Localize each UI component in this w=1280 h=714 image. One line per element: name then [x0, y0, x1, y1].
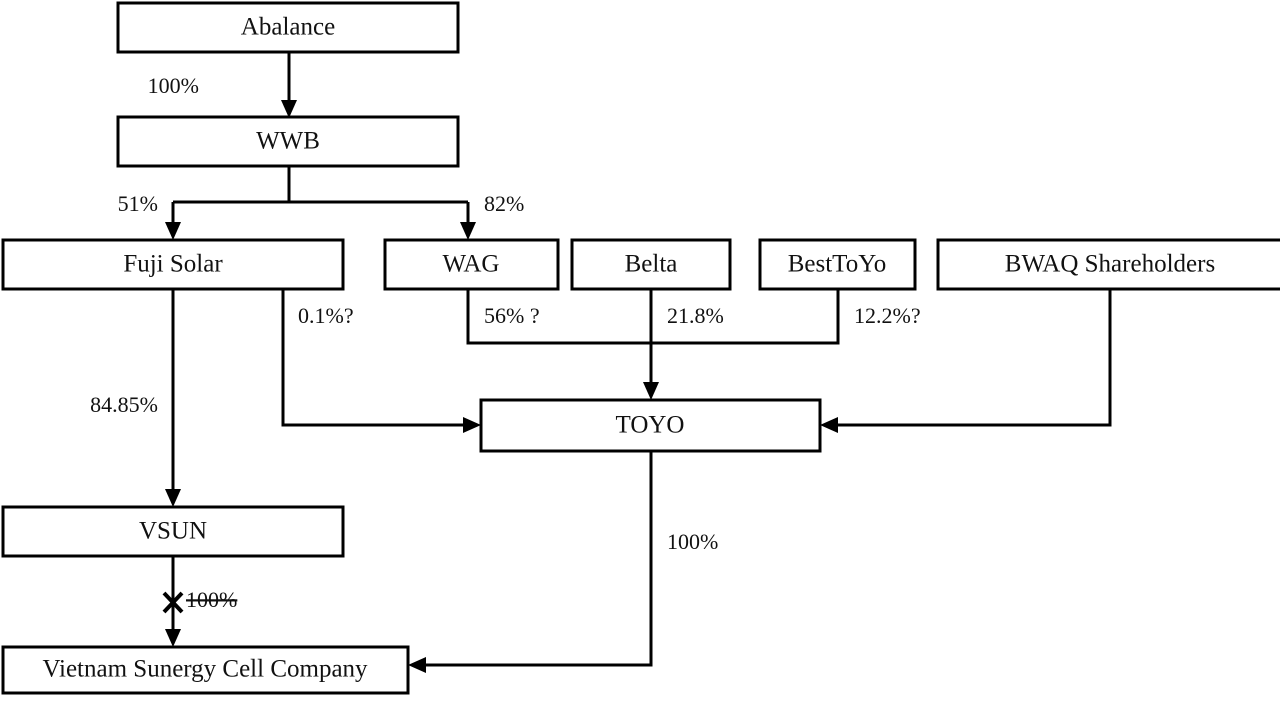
- node-wag[interactable]: WAG: [383, 238, 560, 291]
- arrow-head-icon: [460, 222, 476, 240]
- arrow-head-icon: [281, 100, 297, 118]
- node-label: Vietnam Sunergy Cell Company: [42, 656, 368, 683]
- node-label: Fuji Solar: [123, 251, 223, 278]
- edge-belta-toyo: 21.8%: [643, 289, 724, 400]
- edge-line: [466, 289, 651, 345]
- edge-line: [281, 289, 469, 427]
- edge-line: [420, 451, 653, 667]
- node-label: BestToYo: [788, 251, 887, 278]
- node-label: VSUN: [139, 518, 207, 545]
- node-fuji-solar[interactable]: Fuji Solar: [1, 238, 345, 291]
- node-wwb[interactable]: WWB: [116, 115, 460, 168]
- edge-line: [832, 289, 1112, 427]
- arrow-head-icon: [165, 489, 181, 507]
- arrow-head-icon: [165, 629, 181, 647]
- edge-wwb-split: 51% 82%: [118, 166, 524, 240]
- edge-toyo-vscc: 100%: [408, 451, 718, 673]
- edge-abalance-wwb: 100%: [148, 52, 297, 118]
- node-box: [1, 645, 410, 695]
- edge-label-fuji-vsun: 84.85%: [90, 392, 158, 417]
- node-label: WWB: [256, 128, 320, 155]
- edge-wag-toyo: 56% ?: [466, 289, 651, 345]
- edge-label-vsun-vscc: 100%: [186, 587, 237, 612]
- edge-label-abalance-wwb: 100%: [148, 73, 199, 98]
- arrow-head-icon: [463, 417, 481, 433]
- node-box: [116, 115, 460, 168]
- edge-label-fuji-toyo: 0.1%?: [298, 303, 354, 328]
- node-label: WAG: [443, 251, 500, 278]
- node-box: [1, 238, 345, 291]
- node-label: TOYO: [616, 412, 685, 439]
- node-bwaq-shareholders[interactable]: BWAQ Shareholders: [936, 238, 1280, 291]
- node-box: [1, 505, 345, 558]
- edge-line: [651, 289, 840, 345]
- edge-label-belta-toyo: 21.8%: [667, 303, 724, 328]
- node-besttoyo[interactable]: BestToYo: [758, 238, 917, 291]
- edge-bwaq-toyo: [820, 289, 1112, 433]
- edge-label-wwb-wag: 82%: [484, 191, 524, 216]
- node-abalance[interactable]: Abalance: [116, 1, 460, 54]
- edge-besttoyo-toyo: 12.2%?: [651, 289, 921, 345]
- node-vsun[interactable]: VSUN: [1, 505, 345, 558]
- node-box: [570, 238, 732, 291]
- node-label: Abalance: [241, 14, 335, 41]
- node-box: [758, 238, 917, 291]
- edge-fuji-vsun: 84.85%: [90, 289, 181, 507]
- edge-vsun-vscc: 100%: [162, 556, 237, 647]
- node-label: Belta: [625, 251, 678, 278]
- node-box: [936, 238, 1280, 291]
- node-box: [116, 1, 460, 54]
- node-box: [479, 398, 822, 453]
- arrow-head-icon: [408, 657, 426, 673]
- node-belta[interactable]: Belta: [570, 238, 732, 291]
- edge-label-toyo-vscc: 100%: [667, 529, 718, 554]
- edge-label-wag-toyo: 56% ?: [484, 303, 540, 328]
- arrow-head-icon: [165, 222, 181, 240]
- edge-label-wwb-fuji: 51%: [118, 191, 158, 216]
- node-toyo[interactable]: TOYO: [479, 398, 822, 453]
- node-vietnam-sunergy-cell-company[interactable]: Vietnam Sunergy Cell Company: [1, 645, 410, 695]
- node-box: [383, 238, 560, 291]
- edge-label-besttoyo-toyo: 12.2%?: [854, 303, 921, 328]
- cross-out-icon: [162, 591, 184, 614]
- node-label: BWAQ Shareholders: [1005, 251, 1215, 278]
- arrow-head-icon: [820, 417, 838, 433]
- arrow-head-icon: [643, 382, 659, 400]
- edge-fuji-toyo: 0.1%?: [281, 289, 481, 433]
